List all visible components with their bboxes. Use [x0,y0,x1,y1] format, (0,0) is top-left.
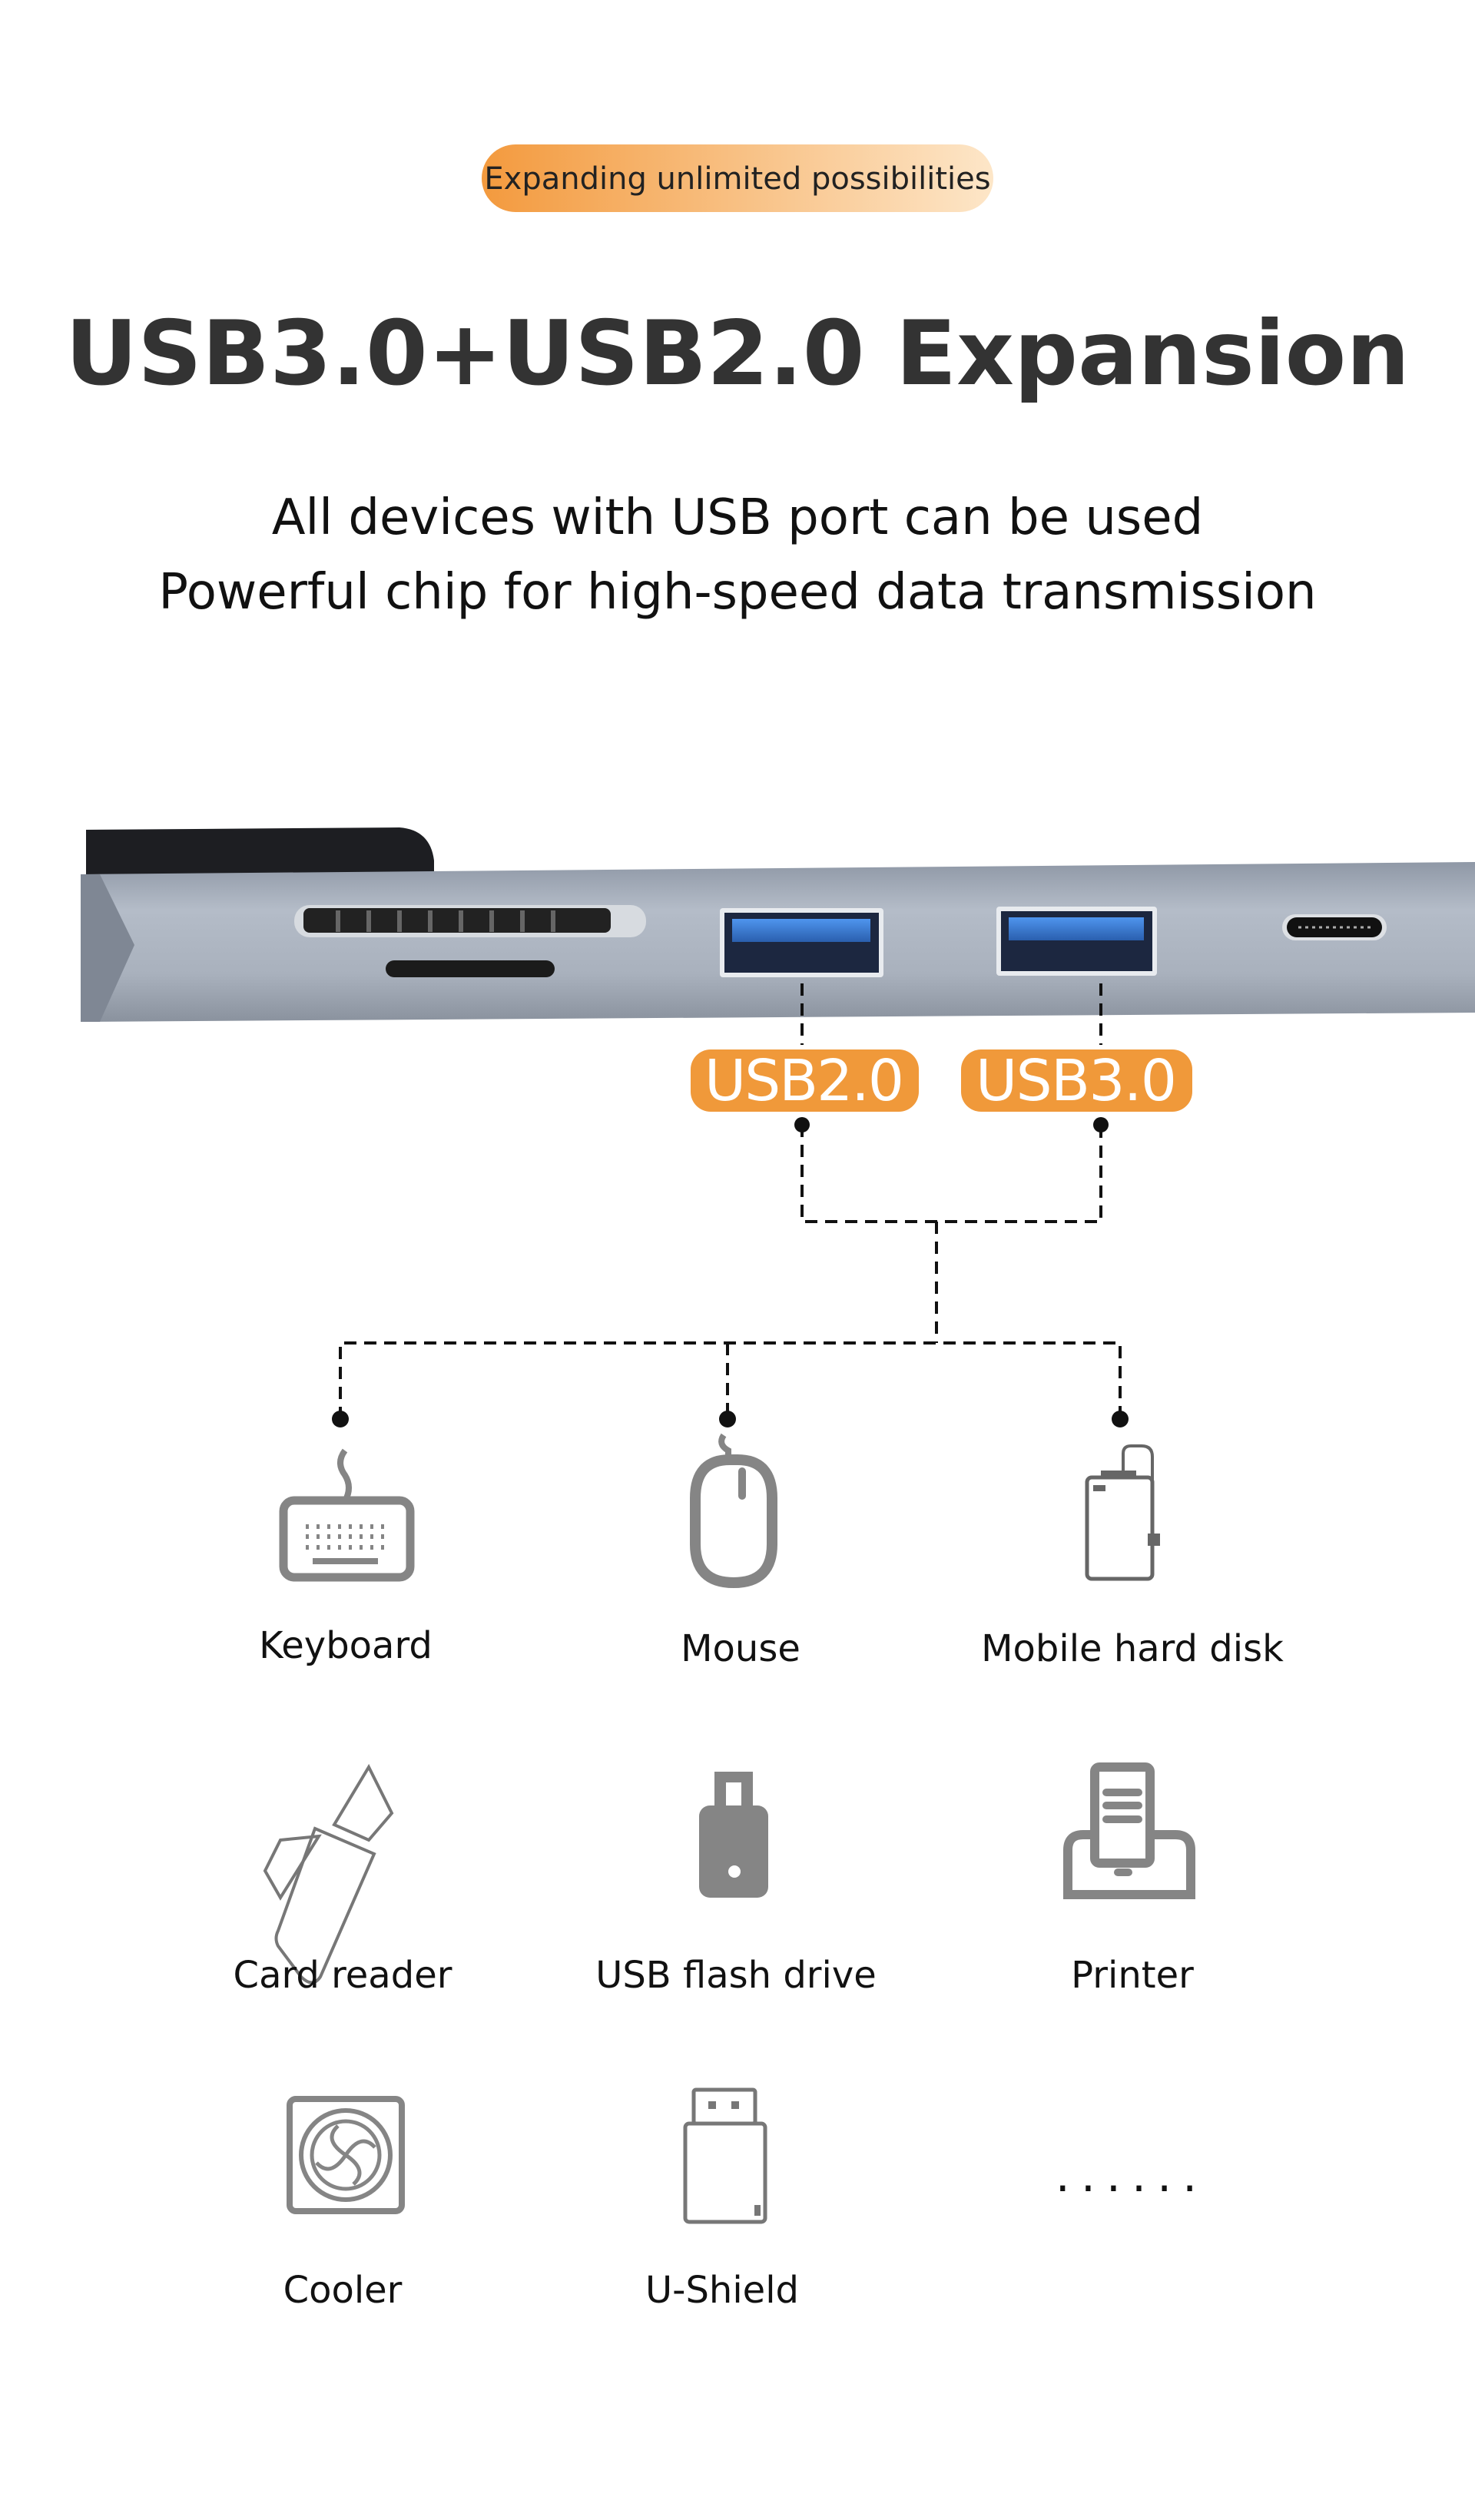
badge-text: Expanding unlimited possibilities [484,161,990,197]
more-devices-ellipsis: ...... [1056,2149,1208,2203]
device-label-keyboard: Keyboard [259,1624,433,1667]
device-label-card-reader: Card reader [234,1954,452,1997]
page-title: USB3.0+USB2.0 Expansion [65,302,1410,406]
printer-icon [1063,1762,1195,1899]
u-shield-icon [683,2087,767,2224]
micro-sd-slot [386,960,555,977]
device-label-usb-flash-drive: USB flash drive [595,1954,877,1997]
device-label-mobile-hard-disk: Mobile hard disk [981,1627,1284,1670]
usb-c-port [1282,914,1387,940]
usb2-label: USB2.0 [691,1048,919,1114]
card-reader-icon [263,1763,394,1984]
connection-lines [339,983,1122,1419]
device-label-mouse: Mouse [681,1627,800,1670]
usb-flash-drive-icon [699,1772,768,1898]
usb-hub-image [81,827,1475,1022]
device-label-u-shield: U-Shield [645,2269,799,2312]
keyboard-icon [279,1448,415,1582]
device-label-cooler: Cooler [283,2269,403,2312]
svg-text:USB2.0: USB2.0 [704,1048,904,1114]
usb2-port [720,908,883,977]
usb3-port [996,907,1157,976]
svg-text:USB3.0: USB3.0 [976,1048,1177,1114]
cooler-icon [287,2096,405,2214]
header-badge: Expanding unlimited possibilities [482,144,993,212]
subtitle-line-2: Powerful chip for high-speed data transm… [158,564,1316,621]
mouse-icon [690,1433,777,1589]
connection-dots [332,1117,1129,1427]
subtitle-line-1: All devices with USB port can be used [272,489,1204,546]
sd-card-slot [294,905,646,937]
hard-disk-icon [1085,1444,1160,1581]
usb3-label: USB3.0 [961,1048,1192,1114]
device-label-printer: Printer [1071,1954,1194,1997]
